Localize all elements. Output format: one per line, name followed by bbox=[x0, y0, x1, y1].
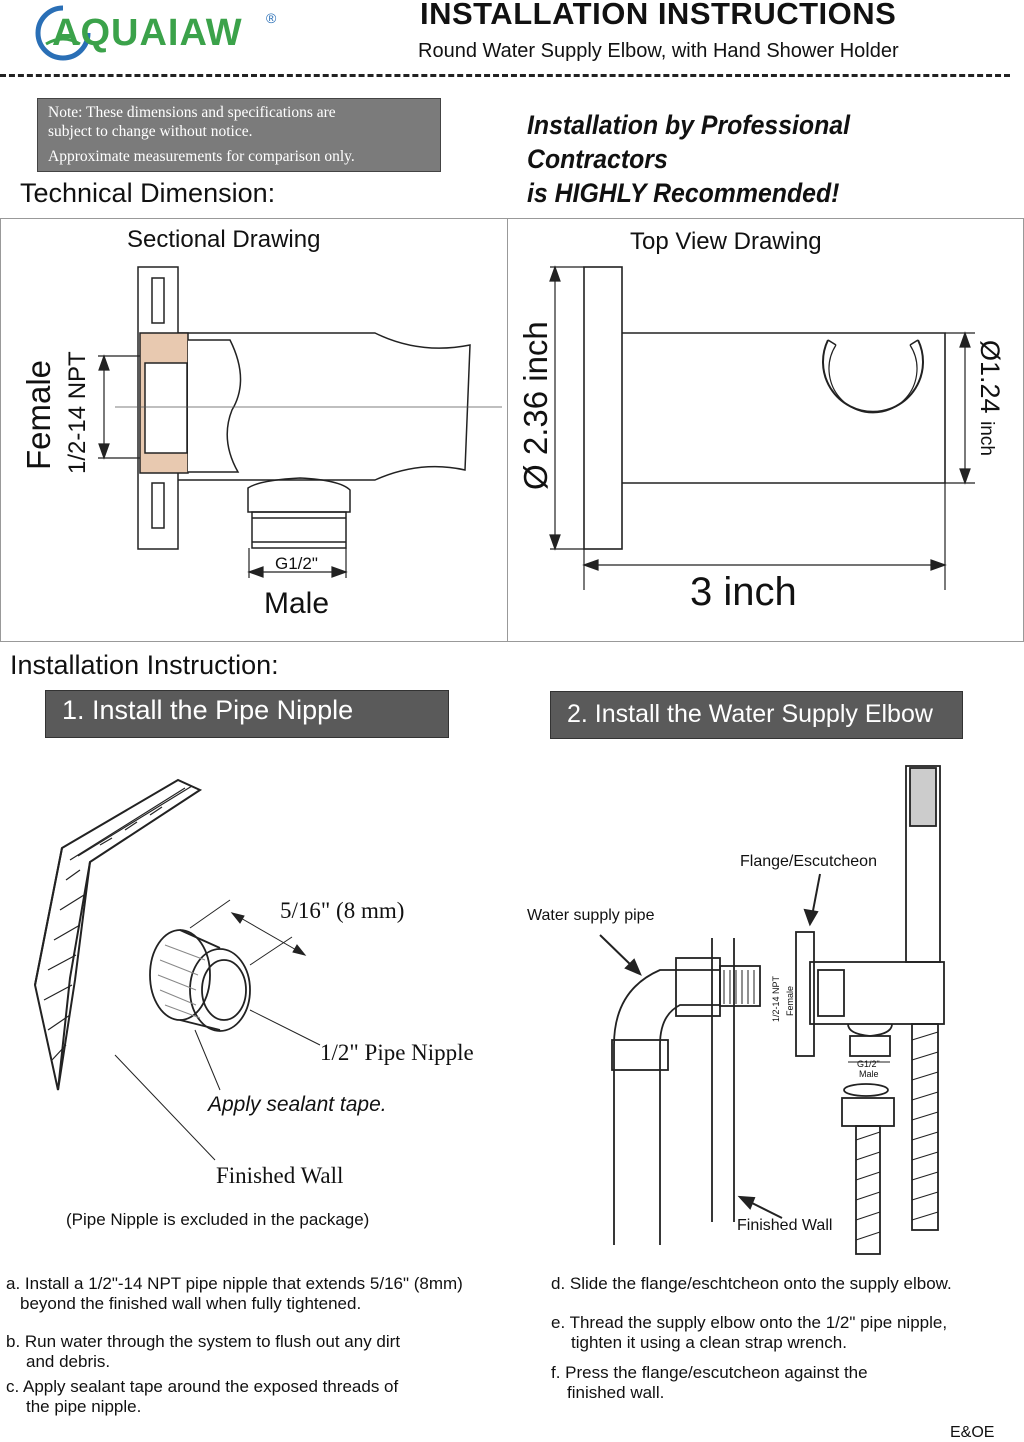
length-label: 3 inch bbox=[690, 570, 797, 614]
technical-heading: Technical Dimension: bbox=[20, 178, 276, 208]
elbow-male-label: Male bbox=[859, 1069, 879, 1079]
topview-title: Top View Drawing bbox=[630, 228, 822, 255]
sectional-title: Sectional Drawing bbox=[127, 226, 321, 253]
female-label: Female bbox=[20, 359, 57, 470]
instruction-c-line-1: c. Apply sealant tape around the exposed… bbox=[6, 1377, 399, 1396]
instruction-b-line-1: b. Run water through the system to flush… bbox=[6, 1332, 401, 1351]
step-2-illustration bbox=[599, 765, 945, 1255]
instruction-a-line-2: beyond the finished wall when fully tigh… bbox=[20, 1294, 362, 1313]
step-1-header: 1. Install the Pipe Nipple bbox=[45, 690, 449, 738]
instruction-a-line-1: a. Install a 1/2"-14 NPT pipe nipple tha… bbox=[6, 1274, 463, 1293]
installation-heading: Installation Instruction: bbox=[10, 650, 279, 680]
nipple-extension-label: 5/16" (8 mm) bbox=[280, 898, 405, 923]
instruction-c-line-2: the pipe nipple. bbox=[26, 1397, 142, 1416]
finished-wall-label-1: Finished Wall bbox=[216, 1163, 344, 1188]
male-label: Male bbox=[264, 587, 330, 620]
brand-logo: AQUAIAW ® bbox=[34, 2, 294, 62]
step-1-illustration bbox=[33, 778, 321, 1161]
water-supply-pipe-label: Water supply pipe bbox=[527, 907, 655, 924]
note-line-3: Approximate measurements for comparison … bbox=[48, 148, 355, 165]
brand-name: AQUAIAW bbox=[52, 12, 243, 54]
topview-drawing bbox=[549, 265, 975, 590]
note-line-2: subject to change without notice. bbox=[48, 123, 253, 140]
instruction-e: e. Thread the supply elbow onto the 1/2"… bbox=[551, 1313, 947, 1353]
male-thread-label: G1/2" bbox=[275, 554, 318, 573]
instruction-f-line-1: f. Press the flange/escutcheon against t… bbox=[551, 1363, 868, 1382]
document-title: INSTALLATION INSTRUCTIONS bbox=[420, 0, 897, 31]
holder-diameter-label: Ø1.24 inch bbox=[974, 340, 1005, 456]
holder-diameter-value: Ø1.24 bbox=[975, 340, 1005, 414]
elbow-female-label: Female bbox=[785, 985, 795, 1016]
logo-ring-icon bbox=[35, 5, 91, 61]
holder-diameter-unit: inch bbox=[976, 421, 997, 456]
instruction-f-line-2: finished wall. bbox=[567, 1383, 665, 1402]
step-2-header: 2. Install the Water Supply Elbow bbox=[550, 691, 963, 739]
instruction-a: a. Install a 1/2"-14 NPT pipe nipple tha… bbox=[6, 1274, 463, 1314]
instruction-d-line-1: d. Slide the flange/eschtcheon onto the … bbox=[551, 1274, 952, 1293]
recommendation: Installation by Professional Contractors… bbox=[527, 108, 984, 210]
instruction-b-line-2: and debris. bbox=[26, 1352, 111, 1371]
sealant-label: Apply sealant tape. bbox=[208, 1093, 387, 1116]
elbow-g12-label: G1/2" bbox=[857, 1059, 880, 1069]
registered-mark: ® bbox=[266, 10, 277, 26]
document-subtitle: Round Water Supply Elbow, with Hand Show… bbox=[418, 40, 899, 62]
header-divider bbox=[0, 74, 1010, 77]
disclaimer-note: Note: These dimensions and specification… bbox=[37, 98, 441, 172]
female-thread-label: 1/2-14 NPT bbox=[64, 351, 91, 474]
instruction-c: c. Apply sealant tape around the exposed… bbox=[6, 1377, 398, 1417]
eoe-footer: E&OE bbox=[950, 1424, 995, 1441]
instruction-b: b. Run water through the system to flush… bbox=[6, 1332, 400, 1372]
recommendation-line-1: Installation by Professional Contractors bbox=[527, 110, 851, 174]
flange-diameter-label: Ø 2.36 inch bbox=[517, 321, 554, 490]
instruction-f: f. Press the flange/escutcheon against t… bbox=[551, 1363, 868, 1403]
flange-escutcheon-label: Flange/Escutcheon bbox=[740, 853, 877, 870]
elbow-npt-label: 1/2-14 NPT bbox=[771, 975, 781, 1022]
recommendation-line-2: is HIGHLY Recommended! bbox=[527, 178, 840, 208]
instruction-e-line-2: tighten it using a clean strap wrench. bbox=[571, 1333, 847, 1352]
note-line-1: Note: These dimensions and specification… bbox=[48, 104, 336, 121]
instruction-d: d. Slide the flange/eschtcheon onto the … bbox=[551, 1274, 952, 1294]
pipe-nipple-label: 1/2" Pipe Nipple bbox=[320, 1040, 474, 1065]
instruction-e-line-1: e. Thread the supply elbow onto the 1/2"… bbox=[551, 1313, 948, 1332]
finished-wall-label-2: Finished Wall bbox=[737, 1217, 833, 1234]
sectional-drawing: G1/2" bbox=[98, 266, 502, 578]
nipple-excluded-note: (Pipe Nipple is excluded in the package) bbox=[66, 1210, 370, 1229]
